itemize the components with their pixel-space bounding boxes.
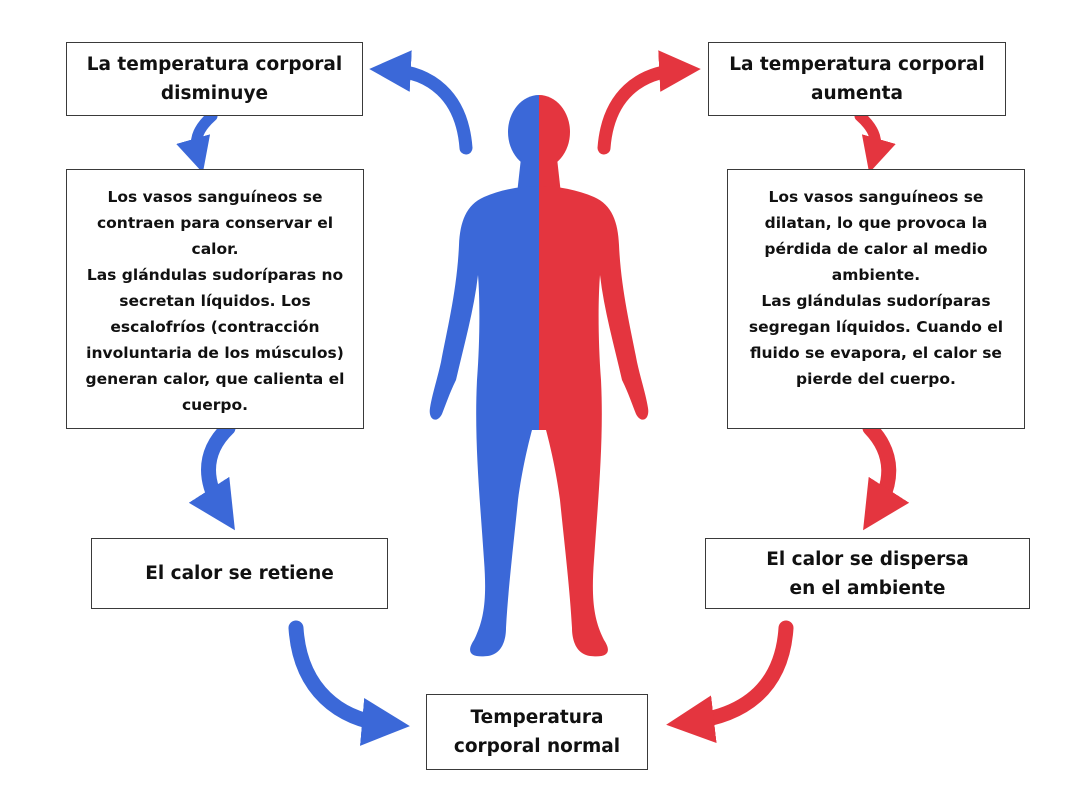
cold-result-text: El calor se retiene bbox=[145, 563, 334, 584]
arrow-body-to-hot-title bbox=[597, 50, 701, 155]
hot-description-text: Los vasos sanguíneos se dilatan, lo que … bbox=[748, 188, 1004, 388]
cold-title-text: La temperatura corporal disminuye bbox=[86, 54, 343, 104]
normal-temperature-text: Temperatura corporal normal bbox=[453, 707, 621, 757]
cold-title-box: La temperatura corporal disminuye bbox=[66, 42, 363, 116]
arrow-body-to-cold-title bbox=[369, 50, 473, 155]
hot-result-text: El calor se dispersa en el ambiente bbox=[766, 548, 969, 599]
cold-result-box: El calor se retiene bbox=[91, 538, 388, 609]
cold-description-text: Los vasos sanguíneos se contraen para co… bbox=[85, 188, 345, 414]
hot-result-box: El calor se dispersa en el ambiente bbox=[705, 538, 1030, 609]
hot-title-box: La temperatura corporal aumenta bbox=[708, 42, 1006, 116]
arrow-hot-desc-to-result bbox=[862, 420, 910, 531]
hot-title-text: La temperatura corporal aumenta bbox=[729, 54, 985, 104]
arrow-hot-title-to-desc bbox=[854, 110, 896, 173]
cold-description-box: Los vasos sanguíneos se contraen para co… bbox=[66, 169, 364, 429]
normal-temperature-box: Temperatura corporal normal bbox=[426, 694, 648, 770]
arrow-cold-result-to-normal bbox=[288, 620, 410, 746]
hot-description-box: Los vasos sanguíneos se dilatan, lo que … bbox=[727, 169, 1025, 429]
arrow-cold-title-to-desc bbox=[176, 110, 218, 173]
arrow-hot-result-to-normal bbox=[666, 620, 794, 744]
arrow-cold-desc-to-result bbox=[188, 420, 236, 531]
